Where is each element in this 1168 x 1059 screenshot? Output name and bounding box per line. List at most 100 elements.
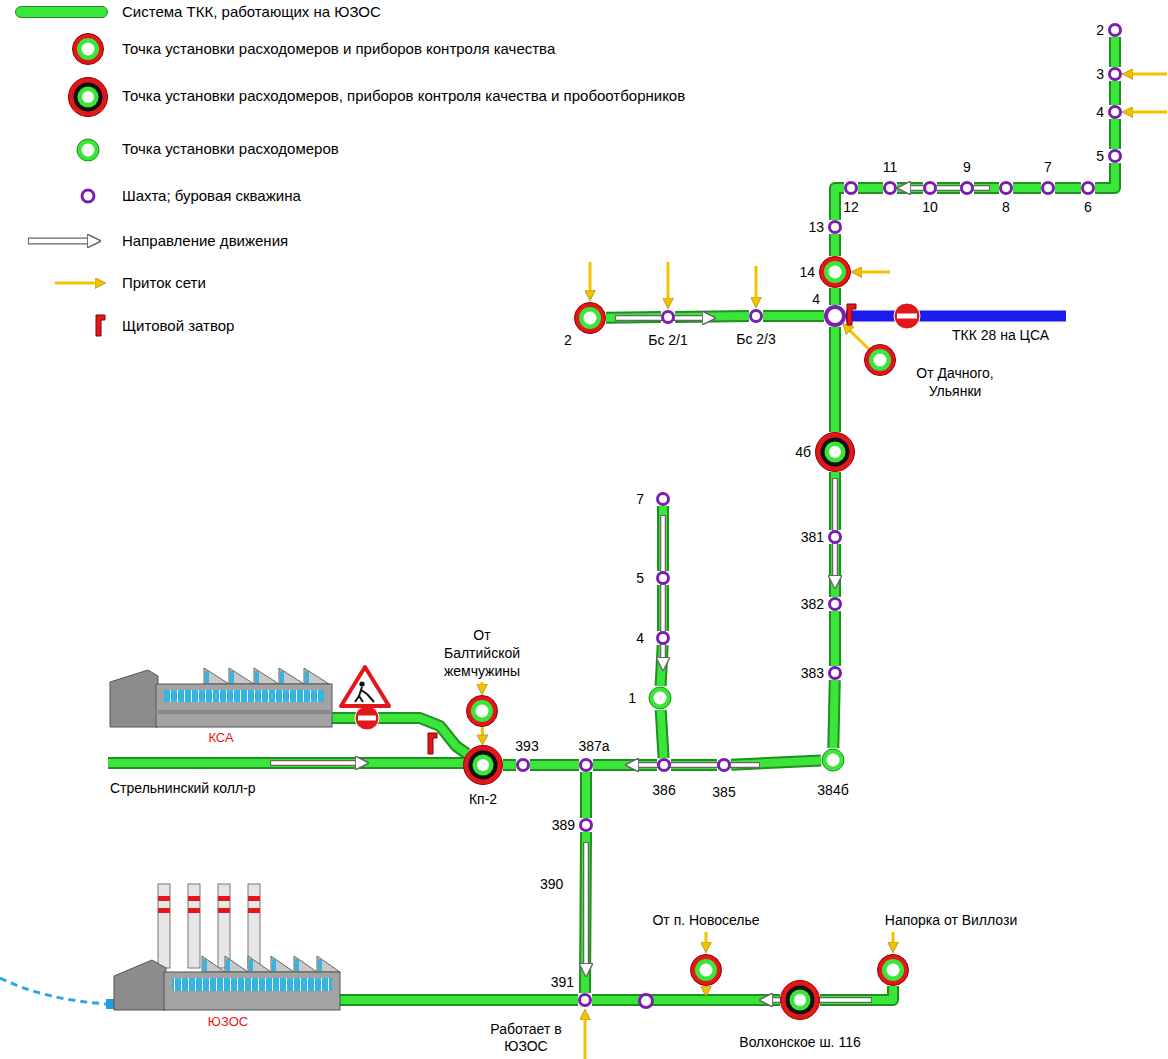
drawing-part [188,884,200,968]
point-label: 382 [801,596,824,613]
shaft-node: 9 [960,181,974,195]
point-label: 383 [801,665,824,682]
shaft-node: 7 [1041,181,1055,195]
point-label: 4 [812,291,820,308]
point-label: От Балтийской жемчужины [436,626,528,680]
shaft-ring [659,760,670,771]
drawing-part [584,1018,587,1059]
drawing-part [705,932,708,944]
shaft-node: 382 [828,597,842,611]
drawing-part [341,667,389,706]
shaft-node: 386 [657,758,671,772]
pipe [1115,119,1116,149]
shaft-node: 389 [579,818,593,832]
legend-text: Приток сети [122,274,206,292]
legend-text: Щитовой затвор [122,317,234,335]
pipe [763,316,824,317]
pipe-edge [829,611,841,666]
drawing-part [229,668,254,684]
pipe [592,1000,780,1001]
node-circle [828,666,842,680]
quality-ring [781,981,820,1020]
pipe-body [833,680,835,748]
pipe [586,772,587,818]
point-label: 2 [564,332,572,349]
plant-name: ЮЗОС [112,1014,344,1030]
shaft-node: 391 [578,993,592,1007]
legend-gate [96,315,105,336]
drawing-part [249,959,253,971]
pipe-edge [763,310,824,322]
drawing-part [205,671,209,683]
shaft-ring [1083,183,1094,194]
pipe [1115,81,1116,105]
meter-node: 14 [819,256,851,288]
shaft-ring [658,494,669,505]
gate [847,304,856,325]
sampler-ring [786,986,815,1015]
meter-node: 2 [574,302,606,334]
shaft-node: 393 [516,758,530,772]
drawing-part [203,959,207,971]
plant-picture [108,660,334,728]
shaft-ring [885,183,896,194]
pipe [835,188,844,220]
pipe-body [835,188,844,220]
node-circle [828,530,842,544]
shaft-node: 11 [883,181,897,195]
node-circle [828,220,842,234]
shaft-ring [830,532,841,543]
drawing-part [318,959,322,971]
shaft-node: 5 [656,571,670,585]
point-label: 6 [1084,199,1092,216]
point-label: 384б [817,782,848,799]
flow-arrow [270,763,358,764]
node-circle [864,344,896,376]
strelna-collector [108,763,466,764]
pipe-edge [340,994,578,1006]
point-label: 391 [551,974,574,991]
meter-node: От Балтийской жемчужины [466,695,498,727]
drawing-part [755,266,758,299]
drawing-part [897,314,917,319]
drawing-part [279,668,304,684]
drawing-part [667,262,670,300]
meter-node: От п. Новоселье [690,954,722,986]
pipe-edge [332,718,467,754]
pipe-edge [858,182,883,194]
shaft-node: 2 [1108,23,1122,37]
shaft [640,995,653,1008]
outfall-line [0,978,116,1009]
shaft-ring [663,312,674,323]
node-circle [1108,23,1122,37]
plant: ЮЗОС [112,880,344,1030]
node-circle [656,492,670,506]
flow-arrow [586,842,587,966]
drawing-part [255,671,259,683]
drawing-part [248,896,260,901]
drawing-part [204,668,229,684]
gate [428,733,437,754]
drawing-part [69,78,108,117]
pipe [835,327,836,432]
meter-core [829,266,842,279]
plant: КСА [108,660,334,746]
node-circle [923,181,937,195]
quality-ring [467,696,498,727]
shaft-node: 6 [1081,181,1095,195]
point-label: Бс 2/1 [648,332,688,349]
pipe-edge [1109,81,1121,105]
pipe [661,710,664,758]
shaft-node: 381 [828,530,842,544]
pipe-edge [530,759,579,771]
drawing-part [73,34,104,65]
pipe-body [585,832,586,993]
shaft-ring [719,760,730,771]
shaft-ring [1043,183,1054,194]
drawing-part [305,671,309,683]
pipe [503,765,516,766]
drawing-part [892,932,895,944]
node-circle [657,758,671,772]
node-circle [690,954,722,986]
drawing-part [248,908,260,913]
